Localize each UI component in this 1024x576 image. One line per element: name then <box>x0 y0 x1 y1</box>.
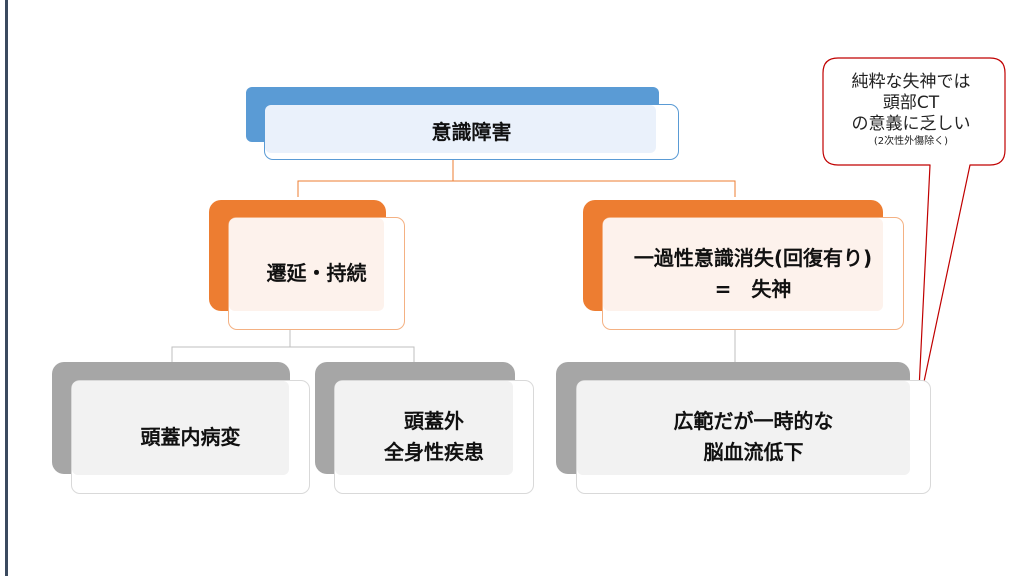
intracranial-node: 頭蓋内病変 <box>71 380 310 494</box>
transient-node: 一過性意識消失(回復有り) = 失神 <box>602 217 904 330</box>
connector-delayed-to-extracranial <box>290 346 415 362</box>
connector-delayed-to-children <box>171 330 291 362</box>
cerebral-flow-node-label: 広範だが一時的な 脳血流低下 <box>673 409 834 464</box>
callout-line-2: 頭部CT <box>882 93 940 113</box>
root-node: 意識障害 <box>264 104 679 160</box>
root-node-label: 意識障害 <box>431 119 512 144</box>
extracranial-node: 頭蓋外 全身性疾患 <box>334 380 534 494</box>
callout-line-3: の意義に乏しい <box>851 114 971 134</box>
callout-line-1: 純粋な失神では <box>851 72 971 92</box>
delayed-node-label: 遷延・持続 <box>266 261 367 285</box>
callout-text: 純粋な失神では 頭部CT の意義に乏しい (2次性外傷除く) <box>825 72 997 148</box>
cerebral-flow-node: 広範だが一時的な 脳血流低下 <box>576 380 931 494</box>
callout-bubble <box>822 57 1006 411</box>
extracranial-node-label: 頭蓋外 全身性疾患 <box>384 409 484 464</box>
transient-node-label: 一過性意識消失(回復有り) = 失神 <box>633 245 873 301</box>
connector-root-to-transient <box>453 180 736 197</box>
slide-left-rule <box>5 0 8 576</box>
callout-note: (2次性外傷除く) <box>873 136 949 147</box>
intracranial-node-label: 頭蓋内病変 <box>140 424 241 449</box>
delayed-node: 遷延・持続 <box>228 217 405 330</box>
connector-root-to-delayed <box>297 160 454 197</box>
